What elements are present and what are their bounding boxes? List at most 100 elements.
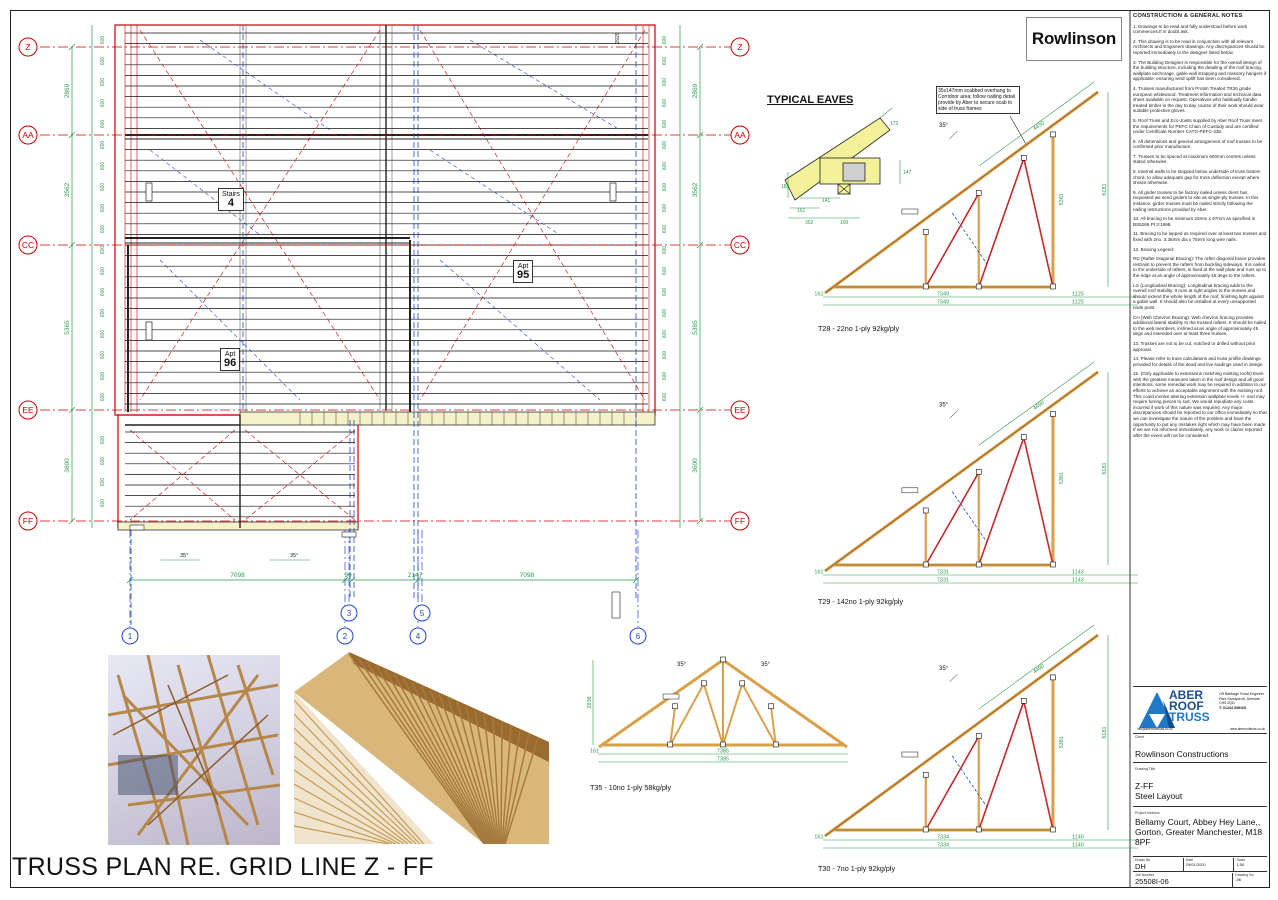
grid-col-marker (409, 627, 427, 645)
client-block: Client Rowlinson Constructions (1133, 733, 1267, 763)
svg-text:600: 600 (100, 246, 106, 255)
row-dimension-left: 3600 (64, 458, 71, 473)
truss-caption-t30: T30 - 7no 1-ply 92kg/ply (818, 864, 896, 873)
note-item: 2. This drawing is to be read in conjunc… (1133, 38, 1265, 55)
row-dimension-left: 5365 (64, 320, 71, 335)
svg-text:600: 600 (100, 183, 106, 192)
grid-row-label: FF (23, 516, 33, 526)
svg-text:600: 600 (662, 330, 668, 339)
svg-text:7385: 7385 (717, 757, 729, 763)
grid-row-marker (18, 235, 38, 255)
svg-text:600: 600 (662, 78, 668, 87)
note-item: 6. All dimensions and general arrangemen… (1133, 138, 1263, 150)
note-item: 14. Please refer to truss calculations a… (1133, 356, 1263, 367)
col-dimension: 7098 (520, 572, 535, 579)
svg-text:600: 600 (662, 57, 668, 66)
svg-text:5381: 5381 (1059, 736, 1065, 748)
svg-text:600: 600 (662, 372, 668, 381)
grid-row-label: Z (25, 42, 30, 52)
grid-row-marker (18, 37, 38, 57)
note-item: 12. Bracing Legend: (1133, 246, 1175, 252)
svg-text:7334: 7334 (937, 835, 949, 841)
svg-text:600: 600 (662, 267, 668, 276)
construction-notes: CONSTRUCTION & GENERAL NOTES 1. Drawings… (1133, 13, 1267, 442)
grid-col-label: 2 (343, 632, 348, 641)
company-name: ABER ROOF TRUSS (1169, 688, 1210, 724)
svg-text:600: 600 (662, 183, 668, 192)
svg-text:35°: 35° (761, 662, 771, 668)
drawing-title-block: Drawing Title Z-FF Steel Layout (1133, 765, 1267, 807)
grid-col-marker (336, 627, 354, 645)
svg-text:7385: 7385 (717, 749, 729, 755)
svg-text:5381: 5381 (1059, 193, 1065, 205)
row-dimension-left: 2869 (64, 83, 71, 98)
svg-text:35°: 35° (180, 553, 188, 559)
svg-text:600: 600 (100, 162, 106, 171)
svg-text:302: 302 (805, 220, 814, 226)
svg-text:35°: 35° (677, 662, 687, 668)
note-item: 8. Internal walls to be stopped below un… (1133, 169, 1261, 186)
svg-text:600: 600 (100, 457, 106, 466)
svg-text:5381: 5381 (1059, 472, 1065, 484)
svg-text:6181: 6181 (1102, 462, 1108, 474)
svg-text:600: 600 (100, 141, 106, 150)
grid-row-marker (18, 511, 38, 531)
svg-text:161: 161 (814, 570, 823, 576)
svg-text:100: 100 (840, 220, 849, 226)
truss-caption-t35: T35 - 10no 1-ply 58kg/ply (590, 783, 672, 792)
col-dimension: 90 (344, 572, 352, 579)
note-item: 4. Trusses manufactured from Protim Trea… (1133, 85, 1264, 114)
notes-heading: CONSTRUCTION & GENERAL NOTES (1133, 13, 1243, 19)
grid-row-label: EE (734, 405, 746, 415)
svg-text:600: 600 (100, 78, 106, 87)
company-block: ABER ROOF TRUSS Off Babbage Road Enginee… (1133, 686, 1267, 734)
svg-text:2838: 2838 (587, 696, 593, 708)
model-view-1-image (108, 655, 280, 845)
drawing-title-2: Steel Layout (1135, 791, 1183, 801)
svg-text:1140: 1140 (1072, 843, 1084, 849)
truss-caption-t29: T29 - 142no 1-ply 92kg/ply (818, 597, 904, 606)
svg-text:600: 600 (662, 246, 668, 255)
note-item: 3. The Building Designer is responsible … (1133, 59, 1267, 82)
grid-row-label: Z (737, 42, 742, 52)
row-dimension-left: 3562 (64, 182, 71, 197)
svg-text:4490: 4490 (1032, 663, 1045, 675)
eaves-note: 35x147mm scabbed overhang to Corridoor a… (936, 86, 1020, 114)
grid-col-label: 6 (636, 632, 641, 641)
grid-row-label: CC (734, 240, 746, 250)
grid-row-marker (730, 125, 750, 145)
grid-row-marker (730, 400, 750, 420)
aber-logo-icon (1139, 692, 1175, 728)
svg-text:600: 600 (662, 288, 668, 297)
company-address: Off Babbage Road Engineer Park Sandycrof… (1219, 692, 1265, 710)
notes-list: 1. Drawings to be read and fully underst… (1133, 24, 1267, 439)
svg-text:600: 600 (662, 36, 668, 45)
svg-text:1125: 1125 (1072, 292, 1084, 298)
grid-row-marker (730, 511, 750, 531)
svg-text:7349: 7349 (937, 300, 949, 306)
row-dimension-right: 3562 (692, 182, 699, 197)
svg-text:35°: 35° (939, 123, 949, 129)
grid-col-label: 3 (347, 609, 352, 618)
svg-text:600: 600 (100, 393, 106, 402)
row-dimension-right: 3600 (692, 458, 699, 473)
svg-text:161: 161 (814, 835, 823, 841)
svg-text:1125: 1125 (1072, 300, 1084, 306)
typical-eaves-title: TYPICAL EAVES (767, 94, 854, 106)
svg-text:35°: 35° (939, 403, 949, 409)
svg-text:600: 600 (100, 330, 106, 339)
grid-row-label: CC (22, 240, 34, 250)
note-item: 5. Roof Truss and Eco-Joists supplied by… (1133, 117, 1262, 135)
svg-text:172: 172 (890, 121, 899, 127)
svg-text:600: 600 (100, 36, 106, 45)
model-view-2-image (294, 652, 549, 844)
svg-text:6181: 6181 (1102, 183, 1108, 195)
row-dimension-right: 5365 (692, 320, 699, 335)
